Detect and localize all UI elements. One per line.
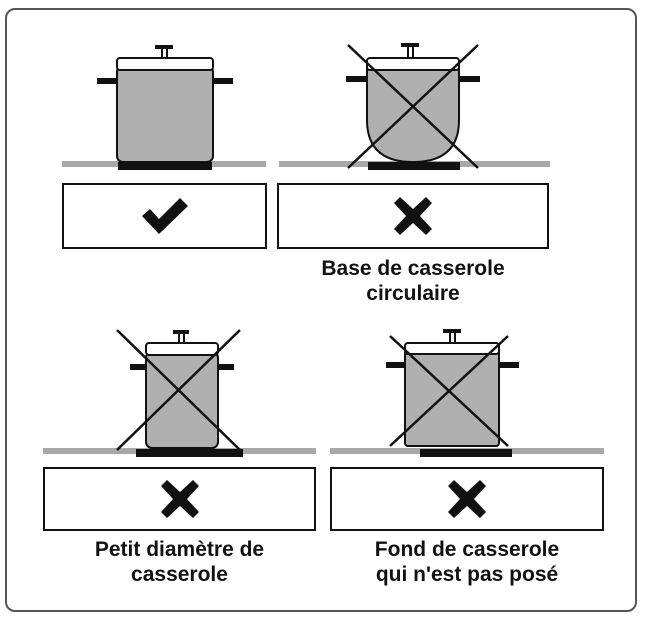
check-icon	[141, 198, 188, 234]
burner	[118, 162, 212, 170]
pot-lid	[116, 57, 214, 71]
caption-line: Fond de casserole	[374, 538, 560, 561]
pot-body	[116, 65, 214, 163]
pot-handle-right	[213, 78, 233, 84]
caption-line: casserole	[131, 563, 228, 586]
caption-line: circulaire	[366, 282, 460, 305]
caption-small-diameter: Petit diamètre de casserole	[43, 537, 316, 587]
caption-line: Base de casserole	[321, 257, 505, 280]
caption-round-base: Base de casserole circulaire	[277, 256, 549, 306]
status-box-round-base	[277, 183, 549, 249]
pot-handle-left	[97, 78, 117, 84]
cross-icon	[448, 480, 486, 518]
pot-not-flat	[330, 329, 604, 457]
cross-icon	[394, 197, 432, 235]
caption-line: qui n'est pas posé	[375, 563, 559, 586]
pot-correct	[62, 45, 266, 170]
status-box-correct	[62, 183, 267, 249]
pot-body	[366, 65, 460, 164]
pot-round-base	[279, 43, 550, 170]
diagram-frame	[5, 8, 637, 612]
caption-line: Petit diamètre de	[94, 538, 265, 561]
pot-small-diameter	[43, 329, 316, 457]
caption-not-flat: Fond de casserole qui n'est pas posé	[330, 537, 604, 587]
status-box-small-diameter	[43, 467, 316, 531]
status-box-not-flat	[330, 467, 604, 531]
cross-icon	[160, 480, 199, 518]
